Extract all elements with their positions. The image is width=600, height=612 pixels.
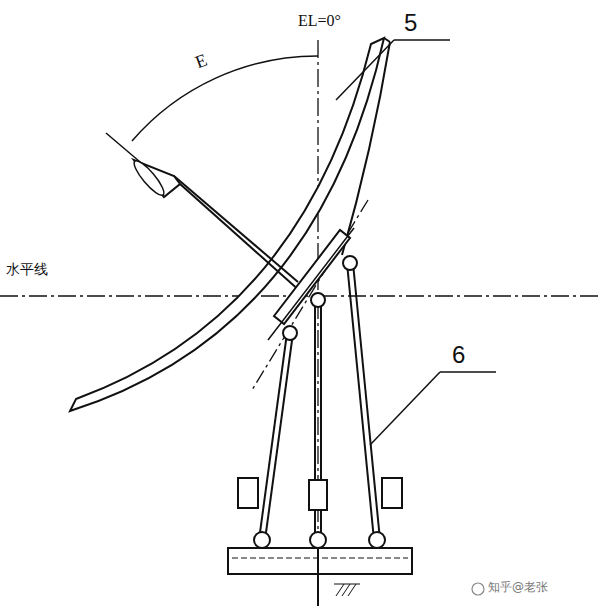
strut	[259, 263, 380, 540]
horn-mouth	[130, 157, 167, 198]
watermark-icon	[472, 583, 484, 595]
strut	[265, 333, 293, 540]
base-post	[317, 548, 319, 606]
leader-line	[394, 39, 450, 41]
ground-hatch	[348, 584, 356, 596]
strut	[353, 263, 380, 540]
angle-symbol: E	[193, 51, 210, 73]
feed-boom	[180, 184, 301, 292]
leader-line	[336, 40, 394, 100]
ground-hatch	[334, 584, 360, 585]
pivot	[311, 293, 325, 307]
leader-line	[440, 371, 496, 373]
reflector-rib	[342, 42, 390, 255]
strut	[347, 263, 374, 540]
actuator	[382, 478, 402, 508]
mount-plate	[274, 230, 350, 324]
callout-number: 6	[452, 342, 465, 368]
actuator	[309, 480, 327, 510]
leader-line	[370, 372, 440, 445]
pivot	[310, 532, 326, 548]
reflector-rim	[384, 38, 390, 42]
base	[228, 548, 412, 574]
pivot	[343, 256, 357, 270]
vertical-axis	[317, 40, 318, 606]
angle-arc	[132, 56, 318, 141]
mount-plate	[268, 228, 354, 340]
pivot	[369, 532, 385, 548]
feed-boom	[174, 176, 298, 282]
callout-number: 5	[404, 10, 417, 36]
actuator	[238, 478, 258, 508]
pivot	[283, 326, 297, 340]
watermark: 知乎@老张	[488, 581, 548, 594]
reflector-dish	[70, 38, 384, 411]
angle-label: EL=0°	[298, 12, 341, 30]
ground-hatch	[334, 584, 360, 596]
pivot	[254, 532, 270, 548]
strut	[259, 333, 287, 540]
horizontal-line-label: 水平线	[6, 262, 48, 277]
base-line	[232, 558, 408, 559]
